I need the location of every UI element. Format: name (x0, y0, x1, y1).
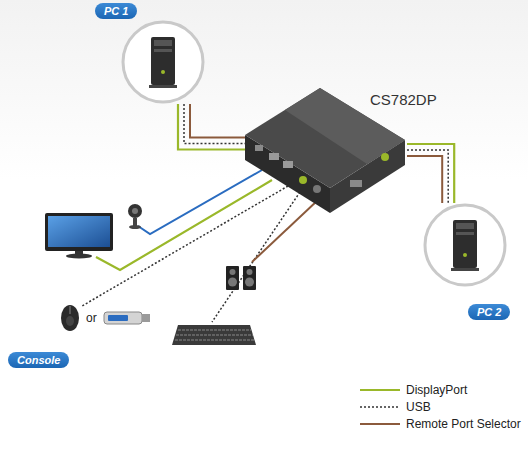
model-name: CS782DP (370, 91, 437, 108)
legend-sample (360, 419, 400, 429)
legend-line-sample (360, 406, 400, 408)
computer-node: PC 2 (423, 203, 507, 287)
display-wire (96, 180, 272, 270)
or-text: or (86, 311, 97, 325)
speakers-icon (226, 266, 256, 290)
computer-icon (423, 203, 507, 287)
speaker-wire (252, 200, 318, 262)
legend-row: Remote Port Selector (360, 414, 521, 431)
legend-text: USB (406, 400, 431, 414)
legend-row: DisplayPort (360, 380, 521, 397)
usb-cable (407, 150, 448, 203)
computer-node: PC 1 (121, 20, 205, 104)
mouse-icon (61, 305, 79, 331)
legend: DisplayPortUSB Remote Port Selector (360, 380, 521, 431)
kvm-switch-node: CS782DP (245, 85, 407, 215)
mic-wire (138, 170, 262, 234)
selector-cable (407, 156, 442, 203)
legend-text: Remote Port Selector (406, 417, 521, 431)
keyboard-icon (172, 325, 256, 345)
microphone-icon (128, 204, 142, 229)
pc-label: PC 1 (95, 3, 137, 19)
monitor-icon (45, 213, 113, 259)
usb-cable (184, 104, 245, 144)
usb-stick-icon (104, 312, 150, 324)
pc-label: PC 2 (468, 304, 510, 320)
legend-line-sample (360, 423, 400, 425)
legend-line-sample (360, 389, 400, 391)
displayport-cable (407, 144, 454, 203)
displayport-cable (178, 104, 245, 150)
console-label: Console (8, 352, 69, 368)
legend-row: USB (360, 397, 521, 414)
console-text: Console (17, 353, 60, 367)
selector-cable (190, 104, 245, 138)
cable-bundle (407, 144, 454, 203)
legend-text: DisplayPort (406, 383, 467, 397)
cable-bundle (178, 104, 245, 150)
legend-sample (360, 385, 400, 395)
computer-icon (121, 20, 205, 104)
legend-sample (360, 402, 400, 412)
